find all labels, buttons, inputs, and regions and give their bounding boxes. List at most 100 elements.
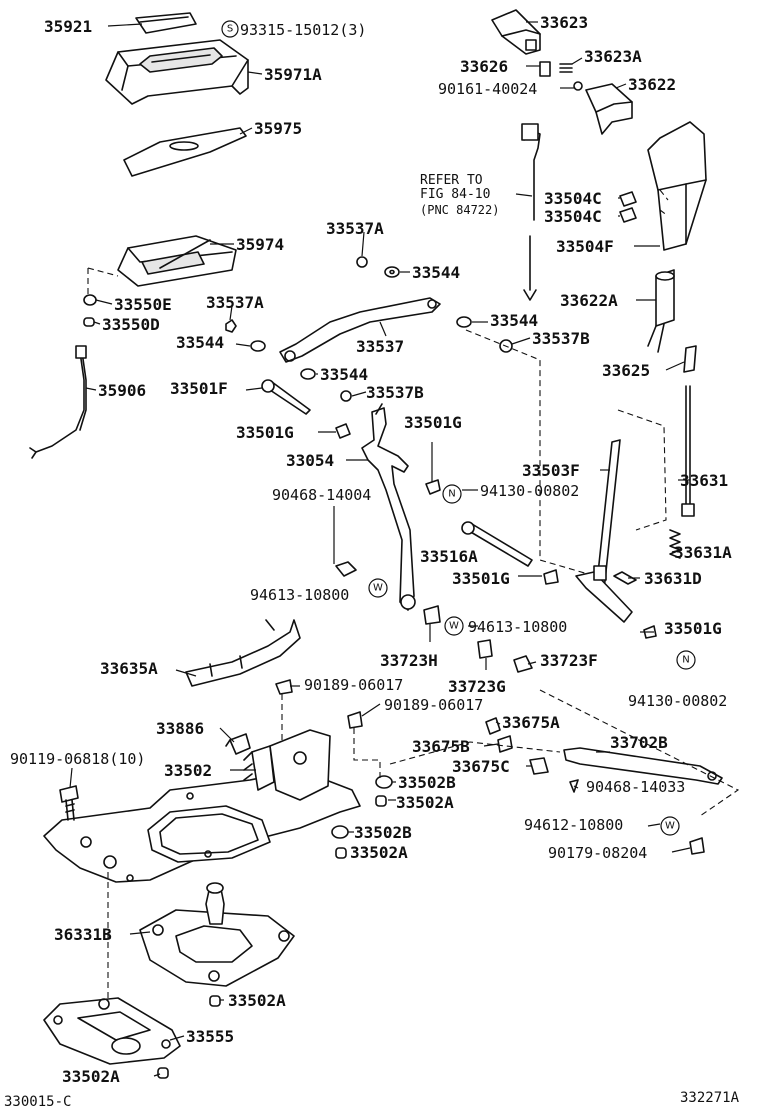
svg-text:N: N (682, 655, 689, 666)
svg-text:W: W (373, 583, 383, 594)
label-33502B-2: 33502B (354, 823, 412, 842)
refer-line-3: (PNC 84722) (420, 203, 499, 217)
part-90119-drawing (59, 785, 79, 821)
footer-right-code: 332271A (680, 1090, 740, 1106)
label-33502A-1: 33502A (396, 793, 454, 812)
part-35975-drawing (123, 127, 247, 177)
part-35921-drawing (135, 12, 197, 34)
label-35921: 35921 (44, 17, 92, 36)
part-shift-knob-drawing (619, 121, 707, 373)
label-94612-10800: 94612-10800 (524, 816, 623, 834)
part-labels: 35921 93315-15012(3) 35971A 35975 35974 … (10, 13, 732, 1086)
label-33537B-1: 33537B (532, 329, 590, 348)
label-33503F: 33503F (522, 461, 580, 480)
label-33504F: 33504F (556, 237, 614, 256)
part-35906-drawing (29, 345, 87, 459)
part-33702B-drawing (389, 689, 740, 855)
part-33501F-drawing (261, 379, 311, 415)
part-33503F-drawing (575, 439, 633, 623)
label-36331B: 36331B (54, 925, 112, 944)
footer-left-code: 330015-C (4, 1094, 71, 1110)
wire-84722-drawing (521, 123, 541, 301)
svg-text:S: S (227, 24, 233, 35)
symbol-n-94130-2: N (676, 650, 696, 670)
label-33501G-2: 33501G (404, 413, 462, 432)
symbol-n-94130-1: N (442, 484, 462, 504)
label-33550D: 33550D (102, 315, 160, 334)
label-33675A: 33675A (502, 713, 560, 732)
label-33502B-1: 33502B (398, 773, 456, 792)
label-33537B-2: 33537B (366, 383, 424, 402)
label-33502A-3: 33502A (228, 991, 286, 1010)
label-33886: 33886 (156, 719, 204, 738)
part-36331B-drawing (139, 882, 295, 987)
part-33501G-drawing (335, 423, 657, 639)
label-33544-4: 33544 (320, 365, 368, 384)
part-33555-drawing (43, 997, 181, 1065)
label-33501F: 33501F (170, 379, 228, 398)
label-33635A: 33635A (100, 659, 158, 678)
refer-note: REFER TO FIG 84-10 (PNC 84722) (420, 173, 499, 217)
label-33555: 33555 (186, 1027, 234, 1046)
label-33723G: 33723G (448, 677, 506, 696)
label-90468-14033: 90468-14033 (586, 778, 685, 796)
symbol-w-94613-2: W (444, 616, 464, 636)
part-33623-drawing (491, 9, 633, 135)
label-33702B: 33702B (610, 733, 668, 752)
svg-text:N: N (448, 489, 455, 500)
part-33550-bulbs-drawing (83, 294, 97, 327)
label-90468-14004: 90468-14004 (272, 486, 371, 504)
label-33501G-1: 33501G (236, 423, 294, 442)
symbol-w-94612: W (660, 816, 680, 836)
label-35971A: 35971A (264, 65, 322, 84)
label-35975: 35975 (254, 119, 302, 138)
label-33504C-1: 33504C (544, 189, 602, 208)
part-33516A-drawing (461, 521, 533, 567)
svg-text:W: W (665, 821, 675, 832)
label-33502A-4: 33502A (62, 1067, 120, 1086)
label-33626: 33626 (460, 57, 508, 76)
label-94130-00802-2: 94130-00802 (628, 692, 727, 710)
label-33537A-1: 33537A (326, 219, 384, 238)
dash-guide-3 (353, 728, 381, 780)
label-90189-06017-2: 90189-06017 (384, 696, 483, 714)
part-90189-drawing (275, 679, 363, 729)
label-33501G-4: 33501G (664, 619, 722, 638)
label-90189-06017-1: 90189-06017 (304, 676, 403, 694)
dash-link-2 (617, 409, 667, 531)
part-35971A-drawing (105, 39, 249, 105)
part-33502-drawing (43, 729, 361, 883)
label-33622A: 33622A (560, 291, 618, 310)
part-33723-drawing (423, 605, 533, 673)
label-93315: 93315-15012(3) (240, 21, 366, 39)
label-94613-10800-1: 94613-10800 (250, 586, 349, 604)
part-90468-14004-drawing (333, 506, 357, 577)
label-33723F: 33723F (540, 651, 598, 670)
label-33631A: 33631A (674, 543, 732, 562)
refer-line-2: FIG 84-10 (420, 187, 490, 202)
label-94613-10800-2: 94613-10800 (468, 618, 567, 636)
label-33544-2: 33544 (176, 333, 224, 352)
part-washers-drawing (225, 256, 513, 402)
label-33501G-3: 33501G (452, 569, 510, 588)
svg-text:W: W (449, 621, 459, 632)
symbol-s-93315: S (221, 20, 239, 38)
label-33675B: 33675B (412, 737, 470, 756)
label-33631D: 33631D (644, 569, 702, 588)
label-33675C: 33675C (452, 757, 510, 776)
part-33054-drawing (361, 403, 416, 611)
leader-lines (69, 21, 691, 1077)
part-33886-drawing (225, 733, 251, 755)
label-33502A-2: 33502A (350, 843, 408, 862)
part-33537-drawing (279, 297, 441, 363)
label-33622: 33622 (628, 75, 676, 94)
label-90161: 90161-40024 (438, 80, 537, 98)
label-33623A: 33623A (584, 47, 642, 66)
label-35974: 35974 (236, 235, 284, 254)
label-33544-3: 33544 (490, 311, 538, 330)
label-33625: 33625 (602, 361, 650, 380)
label-33544-1: 33544 (412, 263, 460, 282)
part-33635A-drawing (185, 619, 301, 687)
label-33631: 33631 (680, 471, 728, 490)
refer-line-1: REFER TO (420, 173, 483, 188)
